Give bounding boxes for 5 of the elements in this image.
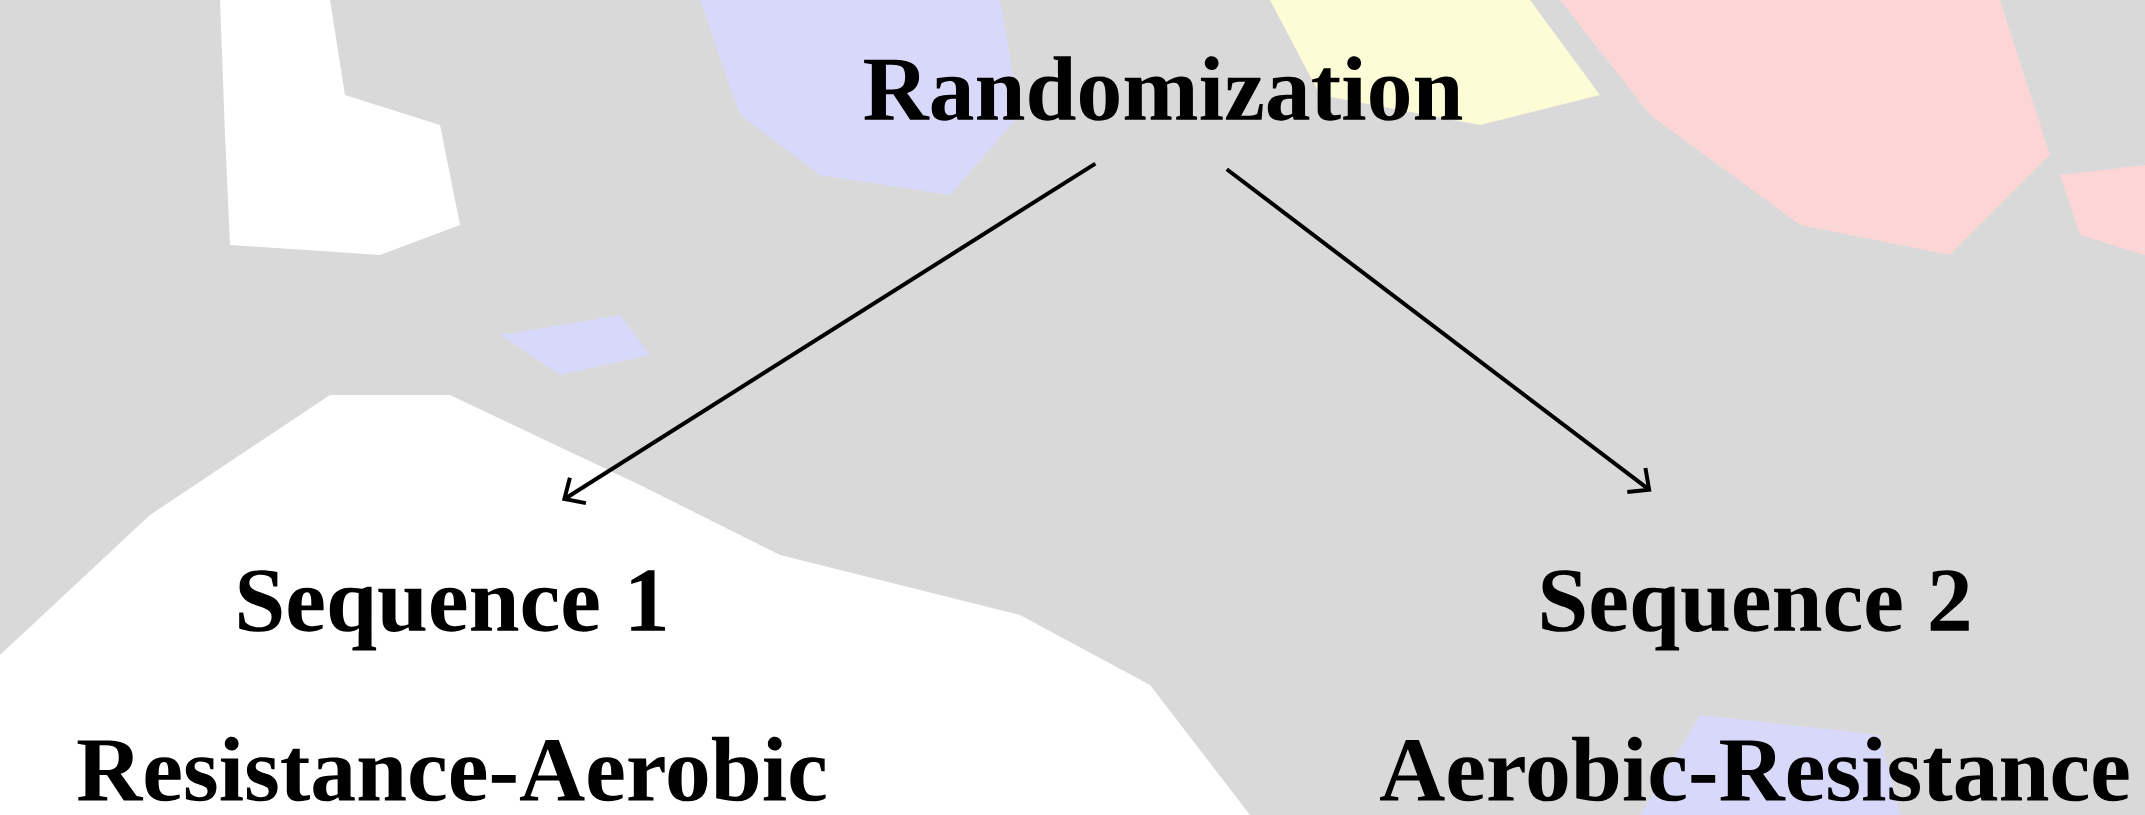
node-label: Sequence 1 Resistance-Aerobic <box>77 570 826 802</box>
arrow <box>1225 167 1652 494</box>
node-label: Randomization <box>864 56 1463 121</box>
node-label: Sequence 2 Aerobic-Resistance <box>1380 570 2129 802</box>
arrow <box>561 161 1097 506</box>
